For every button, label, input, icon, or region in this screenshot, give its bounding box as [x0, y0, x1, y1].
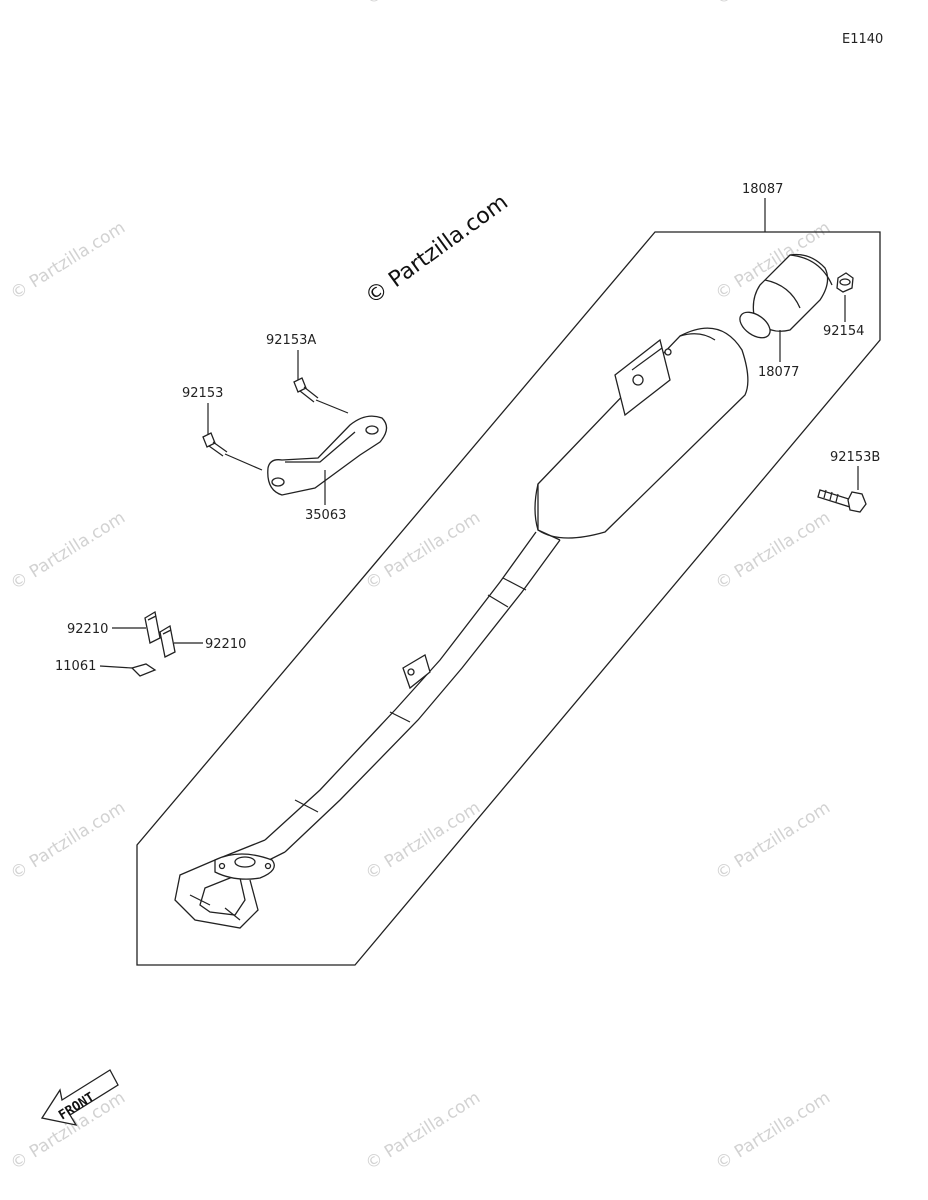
- tail-pipe-18077: [739, 253, 833, 339]
- part-label-92153[interactable]: 92153: [182, 386, 223, 401]
- watermark: © Partzilla.com: [712, 0, 834, 9]
- bracket-35063: [267, 415, 388, 496]
- watermark-layer: © Partzilla.com © Partzilla.com © Partzi…: [7, 0, 834, 1174]
- part-label-18087[interactable]: 18087: [742, 182, 783, 197]
- copyright-text: © Partzilla.com: [361, 190, 513, 310]
- bolt-92153: [202, 432, 263, 471]
- part-label-92210-b[interactable]: 92210: [205, 637, 246, 652]
- watermark: © Partzilla.com: [7, 218, 129, 304]
- gasket-11061: [130, 663, 157, 677]
- clip-92210-b: [159, 624, 176, 658]
- watermark: © Partzilla.com: [712, 508, 834, 594]
- watermark: © Partzilla.com: [712, 798, 834, 884]
- bolt-92153A: [293, 377, 349, 414]
- front-arrow-icon: [40, 1069, 119, 1126]
- muffler: [534, 327, 749, 541]
- watermark: © Partzilla.com: [362, 798, 484, 884]
- muffler-assembly-boundary: [136, 231, 881, 966]
- watermark: © Partzilla.com: [7, 508, 129, 594]
- nut-92154: [836, 272, 854, 293]
- part-label-92210-a[interactable]: 92210: [67, 622, 108, 637]
- part-label-11061[interactable]: 11061: [55, 659, 96, 674]
- watermark: © Partzilla.com: [362, 1088, 484, 1174]
- watermark: © Partzilla.com: [712, 1088, 834, 1174]
- part-label-92154[interactable]: 92154: [823, 324, 864, 339]
- watermark: © Partzilla.com: [7, 798, 129, 884]
- clip-92210-a: [144, 610, 161, 644]
- part-label-92153B[interactable]: 92153B: [830, 450, 880, 465]
- part-label-18077[interactable]: 18077: [758, 365, 799, 380]
- part-label-35063[interactable]: 35063: [305, 508, 346, 523]
- bolt-92153B: [817, 489, 867, 513]
- watermark: © Partzilla.com: [362, 0, 484, 9]
- watermark: © Partzilla.com: [362, 508, 484, 594]
- part-label-92153A[interactable]: 92153A: [266, 333, 316, 348]
- leader-11061: [99, 665, 133, 669]
- diagram-code: E1140: [842, 32, 883, 47]
- exhaust-pipe: [174, 531, 561, 929]
